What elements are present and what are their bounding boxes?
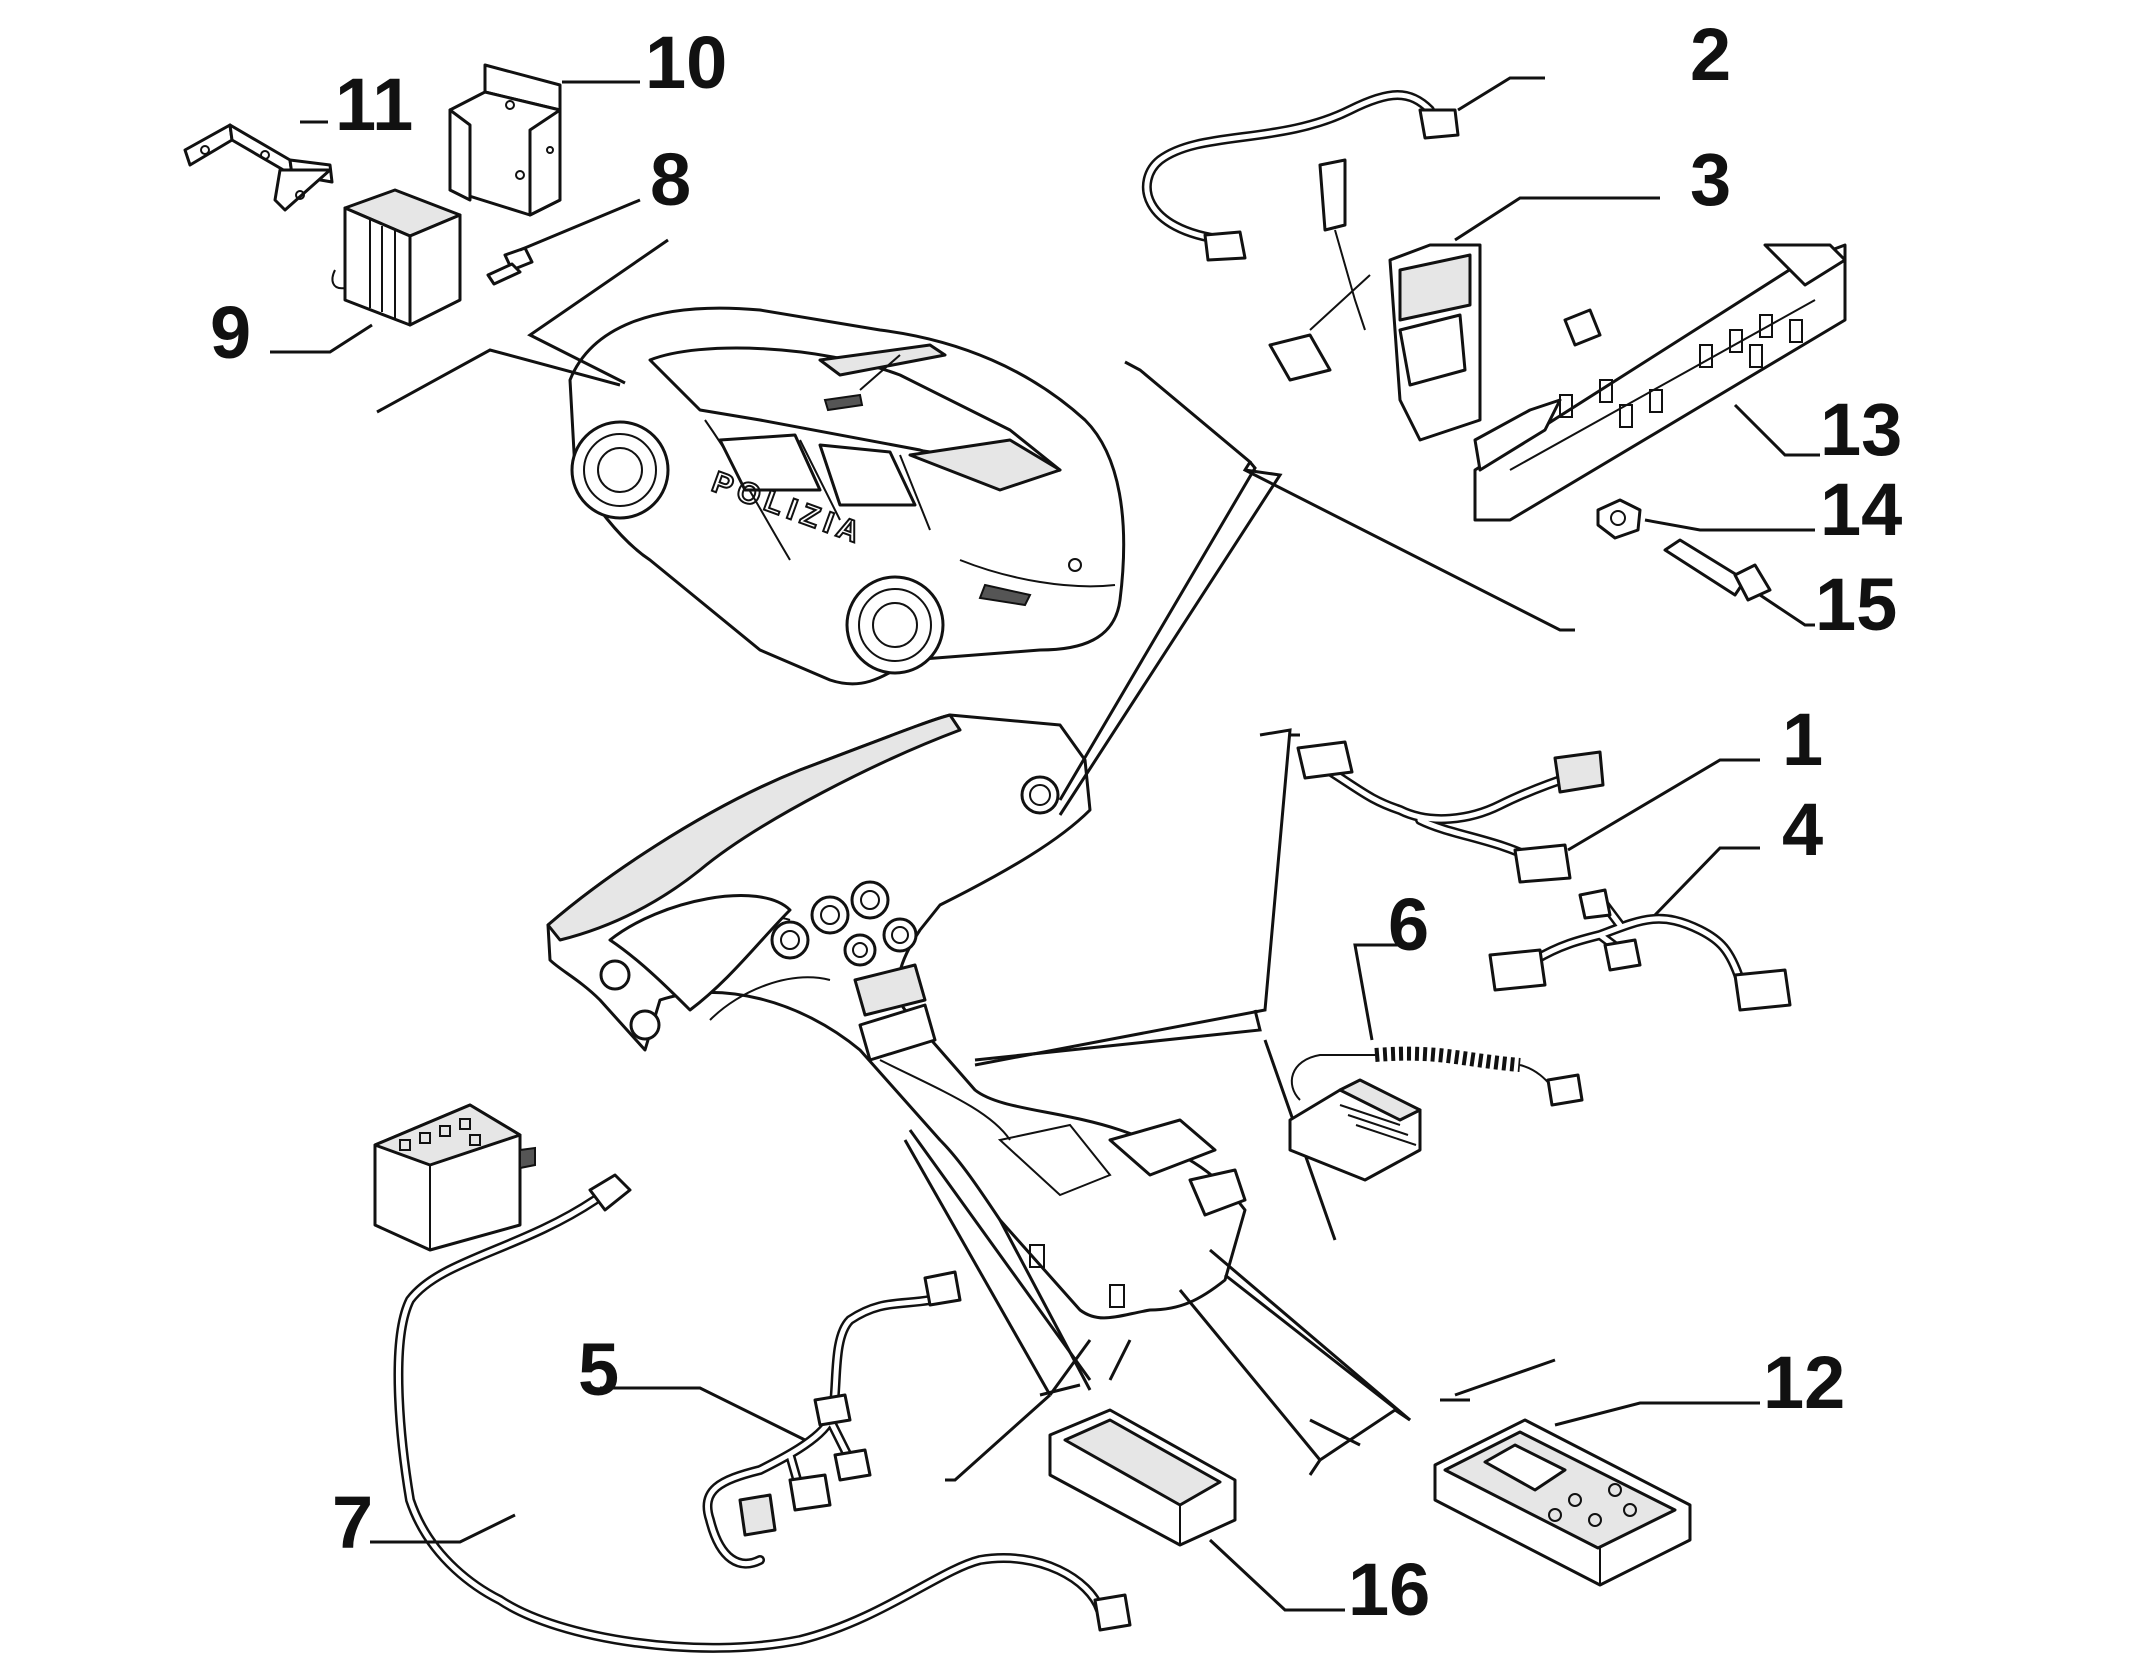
label-9: 9: [210, 291, 251, 374]
console-leaders: [903, 461, 1556, 1482]
label-12: 12: [1763, 1341, 1845, 1424]
label-6: 6: [1388, 883, 1429, 966]
part-7-battery-cable: [370, 1103, 1132, 1653]
part-9-module: [270, 188, 462, 354]
part-16-tray: [1048, 1408, 1345, 1612]
label-5: 5: [578, 1328, 619, 1411]
label-15: 15: [1815, 563, 1897, 646]
police-car: POLIZIA: [568, 306, 1126, 686]
part-8-bolt: [486, 198, 641, 286]
label-11: 11: [335, 63, 413, 146]
label-16: 16: [1348, 1548, 1430, 1631]
label-2: 2: [1690, 13, 1731, 96]
dashboard-console: [546, 713, 1247, 1320]
label-13: 13: [1820, 388, 1902, 471]
label-8: 8: [650, 138, 691, 221]
part-3-switch-assembly: [1268, 158, 1660, 442]
label-1: 1: [1782, 698, 1823, 781]
part-10-bracket: [448, 63, 640, 217]
part-2-cable: [1141, 76, 1545, 262]
label-4: 4: [1782, 788, 1823, 871]
part-4-harness: [1488, 846, 1792, 1012]
part-12-control-unit: [1433, 1401, 1760, 1587]
label-10: 10: [645, 21, 727, 104]
part-5-harness: [600, 1270, 962, 1569]
leader-8-9-10: [527, 238, 669, 385]
label-14: 14: [1820, 468, 1902, 551]
part-11-bracket: [183, 120, 334, 212]
coil-cord: [1374, 1046, 1521, 1072]
part-15-bolt: [1663, 538, 1815, 627]
part-6-keypad: [1288, 943, 1584, 1182]
part-13-plate: [1473, 243, 1847, 522]
label-7: 7: [332, 1481, 373, 1564]
label-3: 3: [1690, 138, 1731, 221]
part-14-nut: [1596, 498, 1815, 540]
callout-labels: 1 2 3 4 5 6 7 8 9 10 11 12 13 14 15 16: [210, 13, 1902, 1631]
part-1-harness: [1290, 733, 1760, 884]
